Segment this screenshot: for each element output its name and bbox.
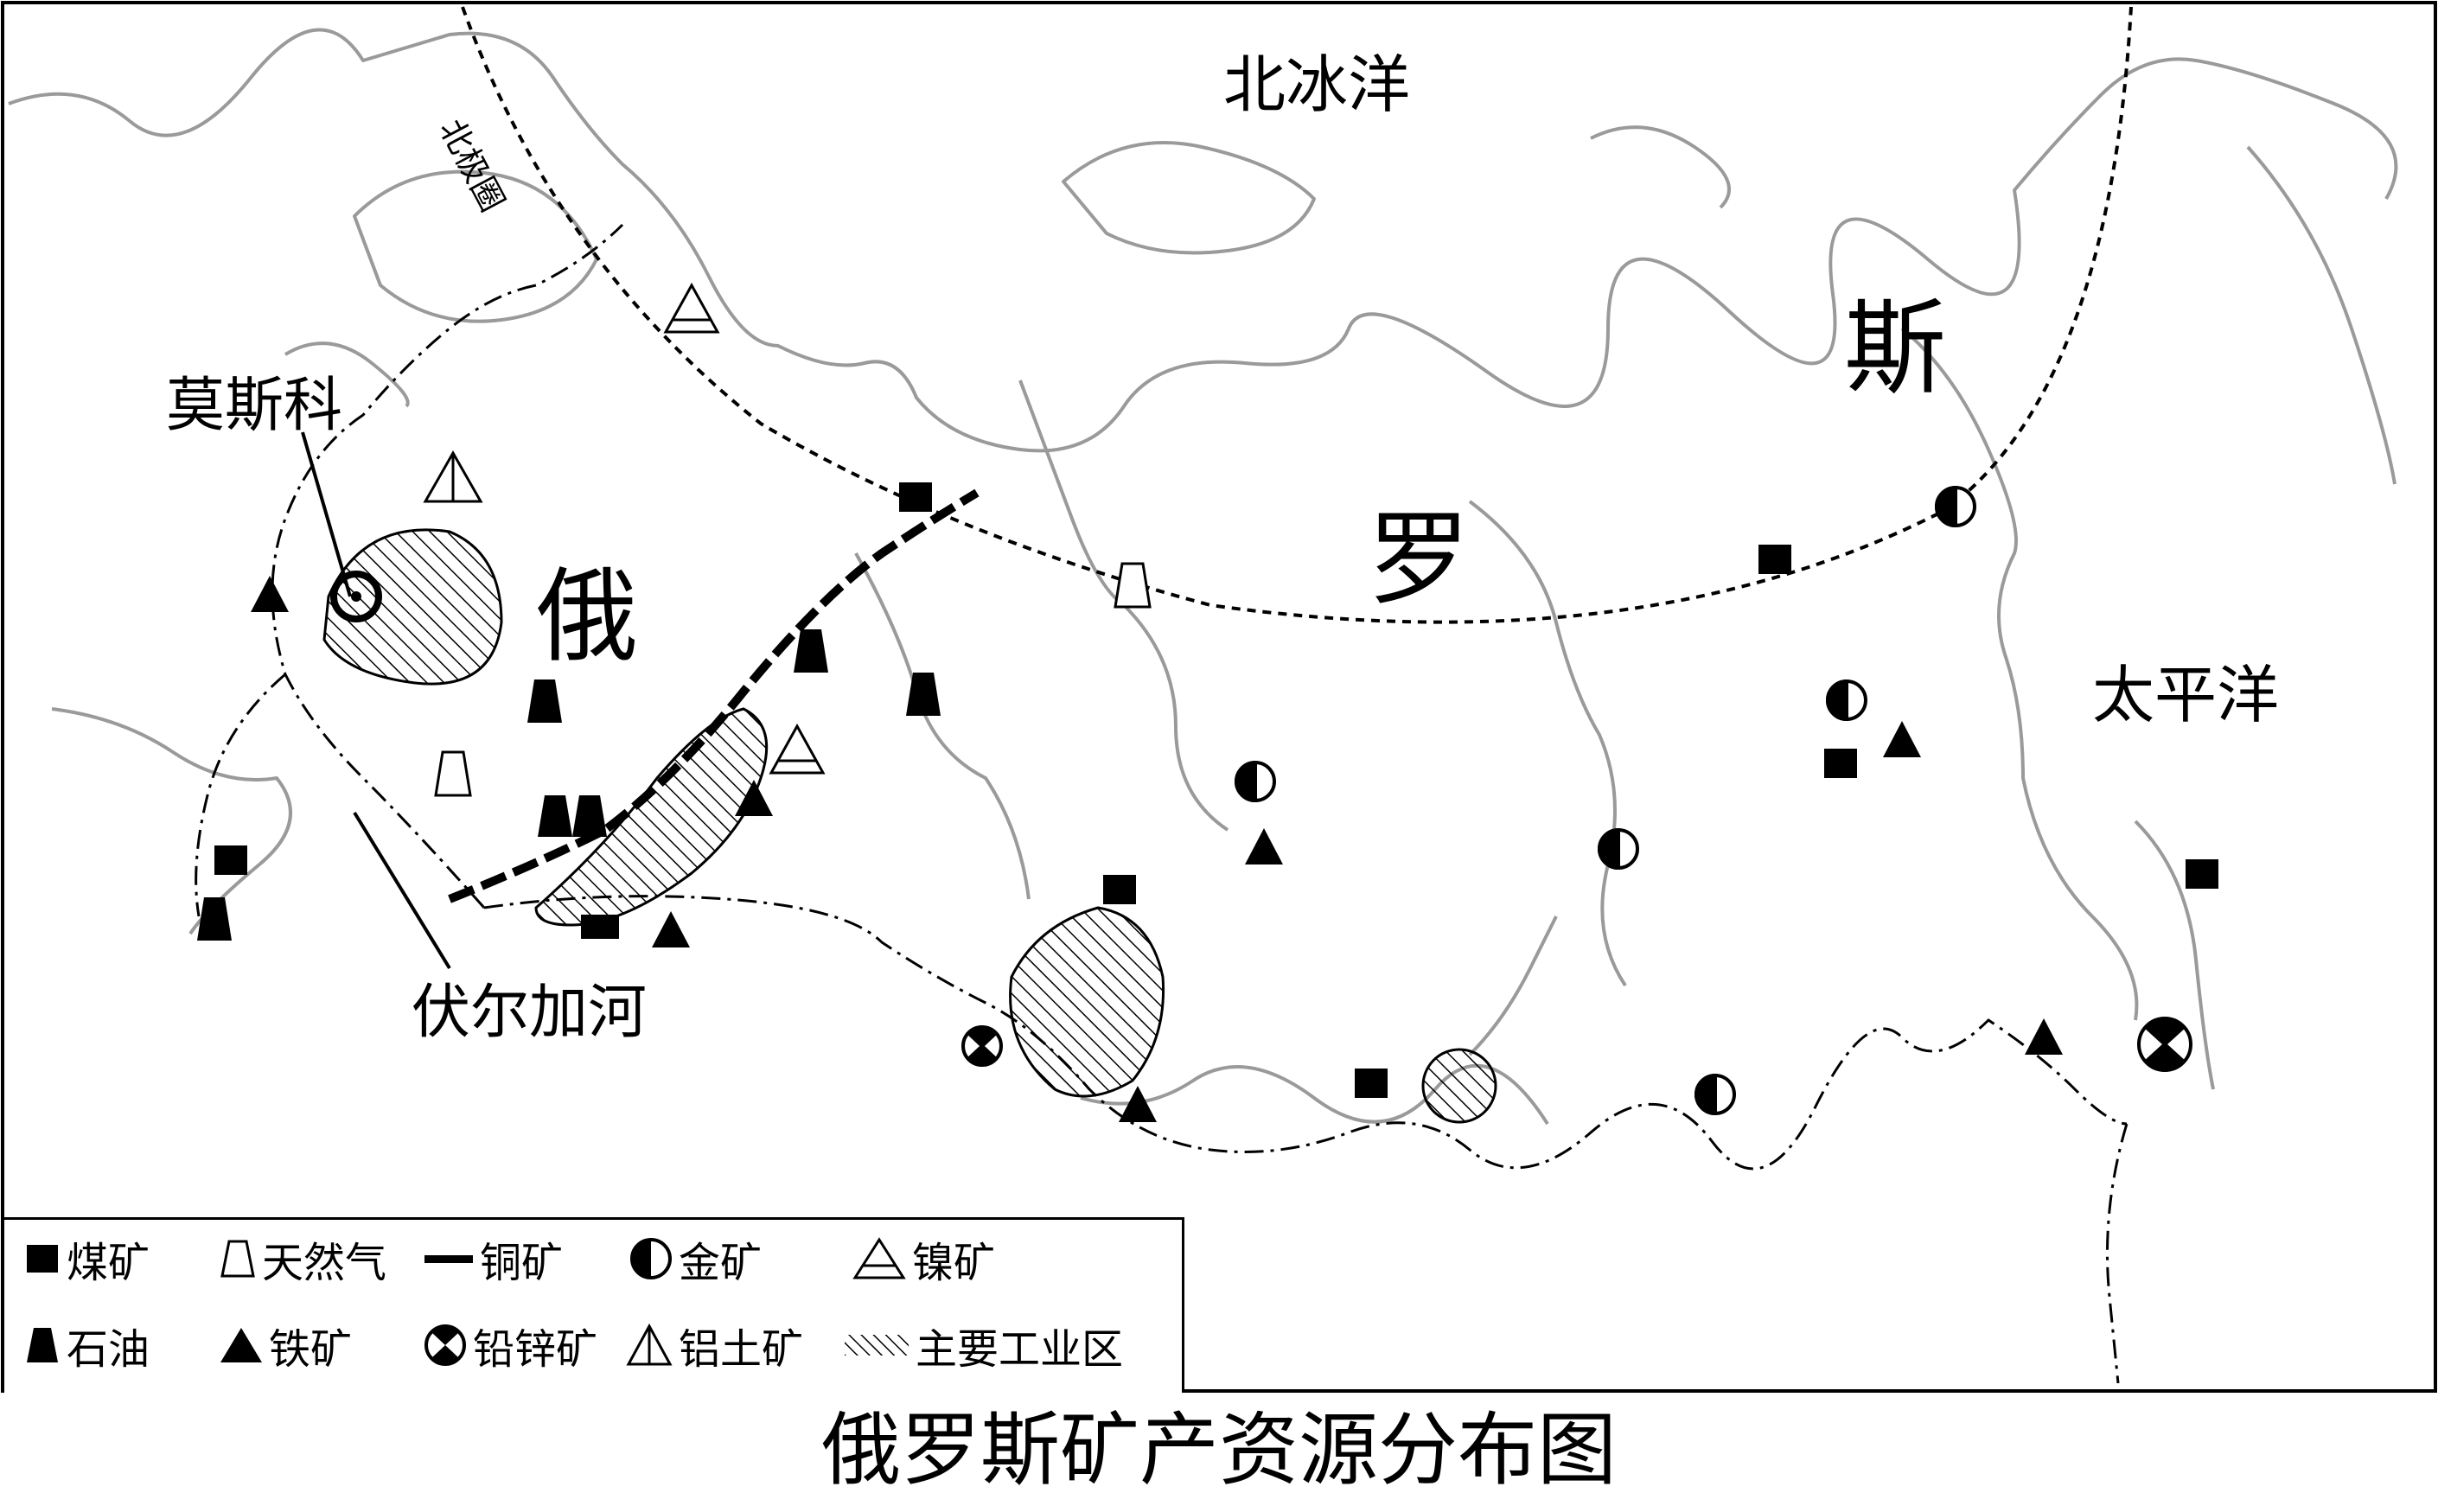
legend-label: 金矿 — [679, 1239, 763, 1287]
legend-item-copper: 铜矿 — [423, 1228, 563, 1289]
natural-gas-markers — [434, 562, 1152, 797]
iron-markers — [251, 576, 2063, 1122]
industrial-zone-siberia — [1009, 906, 1165, 1098]
moscow-label: 莫斯科 — [166, 372, 343, 440]
moscow-city-icon — [330, 571, 382, 622]
nickel-icon — [769, 723, 826, 775]
coal-icon — [581, 915, 619, 939]
oil-icon — [527, 679, 562, 723]
gold-icon — [1694, 1073, 1736, 1116]
iron-icon — [220, 1328, 262, 1362]
copper-icon — [424, 1255, 473, 1263]
bauxite-markers — [423, 450, 483, 503]
lead-zinc-markers — [961, 1017, 2192, 1072]
oil-icon — [197, 897, 232, 941]
nickel-icon — [852, 1237, 906, 1279]
legend-label: 铅锌矿 — [473, 1325, 598, 1374]
lead-zinc-icon — [961, 1025, 1003, 1067]
coal-icon — [214, 845, 247, 875]
pacific-ocean-label: 太平洋 — [2092, 659, 2280, 731]
legend-label: 铁矿 — [269, 1325, 353, 1374]
natural-gas-icon — [220, 1240, 255, 1278]
volga-label: 伏尔加河 — [412, 979, 648, 1047]
coal-markers — [214, 482, 2218, 1098]
oil-icon — [572, 795, 607, 837]
industrial-zone-central — [322, 528, 503, 686]
oil-icon — [538, 795, 572, 837]
legend-item-industrial-zone: 主要工业区 — [843, 1315, 1123, 1375]
oil-icon — [906, 673, 941, 716]
legend-item-oil: 石油 — [23, 1315, 150, 1375]
gold-icon — [1235, 760, 1276, 803]
iron-icon — [1883, 721, 1921, 757]
bauxite-icon — [626, 1323, 673, 1366]
gold-icon — [1935, 485, 1976, 528]
map-legend: 煤矿 天然气 铜矿 金矿 镍矿 石油 铁矿 铅锌矿 铝土矿 主要工业区 — [4, 1217, 1184, 1393]
volga-river — [353, 811, 451, 970]
legend-item-iron: 铁矿 — [219, 1315, 352, 1375]
legend-item-lead-zinc: 铅锌矿 — [423, 1315, 597, 1375]
gold-icon — [1598, 827, 1639, 871]
coal-icon — [1355, 1069, 1388, 1098]
moscow-pointer — [301, 431, 352, 597]
coal-icon — [2186, 859, 2218, 889]
industrial-zone-baikal — [1421, 1048, 1497, 1124]
gold-icon — [1826, 679, 1867, 722]
iron-icon — [735, 780, 773, 816]
lead-zinc-icon — [424, 1324, 466, 1366]
legend-item-bauxite: 铝土矿 — [625, 1315, 803, 1375]
bauxite-icon — [423, 450, 483, 503]
arctic-ocean-label: 北冰洋 — [1223, 48, 1411, 121]
coal-icon — [899, 482, 932, 512]
nickel-markers — [663, 282, 826, 775]
iron-icon — [1245, 828, 1283, 864]
legend-label: 铜矿 — [480, 1239, 564, 1287]
legend-label: 煤矿 — [67, 1239, 150, 1287]
legend-item-natural-gas: 天然气 — [219, 1228, 386, 1289]
natural-gas-icon — [434, 750, 472, 797]
legend-label: 石油 — [67, 1325, 150, 1374]
legend-label: 主要工业区 — [916, 1325, 1124, 1374]
coal-icon — [1103, 875, 1136, 904]
national-border — [195, 223, 2128, 1384]
coal-icon — [1758, 545, 1791, 574]
iron-icon — [251, 576, 289, 612]
nickel-icon — [663, 282, 720, 334]
arctic-circle-line — [461, 6, 2133, 624]
legend-item-coal: 煤矿 — [23, 1228, 150, 1289]
coal-icon — [1824, 749, 1857, 778]
legend-label: 镍矿 — [912, 1239, 996, 1287]
oil-icon — [794, 629, 828, 673]
country-label-char-2: 罗 — [1368, 500, 1471, 619]
oil-markers — [197, 629, 941, 941]
iron-icon — [2025, 1018, 2063, 1055]
legend-item-gold: 金矿 — [629, 1228, 762, 1289]
legend-label: 天然气 — [262, 1239, 387, 1287]
map-title: 俄罗斯矿产资源分布图 — [820, 1404, 1617, 1496]
lead-zinc-icon — [2137, 1017, 2192, 1072]
iron-icon — [652, 911, 690, 947]
legend-item-nickel: 镍矿 — [852, 1228, 995, 1289]
legend-label: 铝土矿 — [679, 1325, 804, 1374]
copper-belt — [448, 488, 980, 903]
gold-markers — [1235, 485, 1976, 1116]
iron-icon — [1119, 1086, 1157, 1122]
map-canvas — [1, 1, 2437, 1393]
coal-icon — [27, 1245, 58, 1273]
industrial-zone-icon — [845, 1335, 909, 1356]
country-label-char-1: 俄 — [536, 557, 639, 676]
country-label-char-3: 斯 — [1844, 289, 1947, 408]
natural-gas-icon — [1114, 562, 1152, 609]
gold-icon — [630, 1238, 672, 1279]
oil-icon — [27, 1328, 58, 1362]
